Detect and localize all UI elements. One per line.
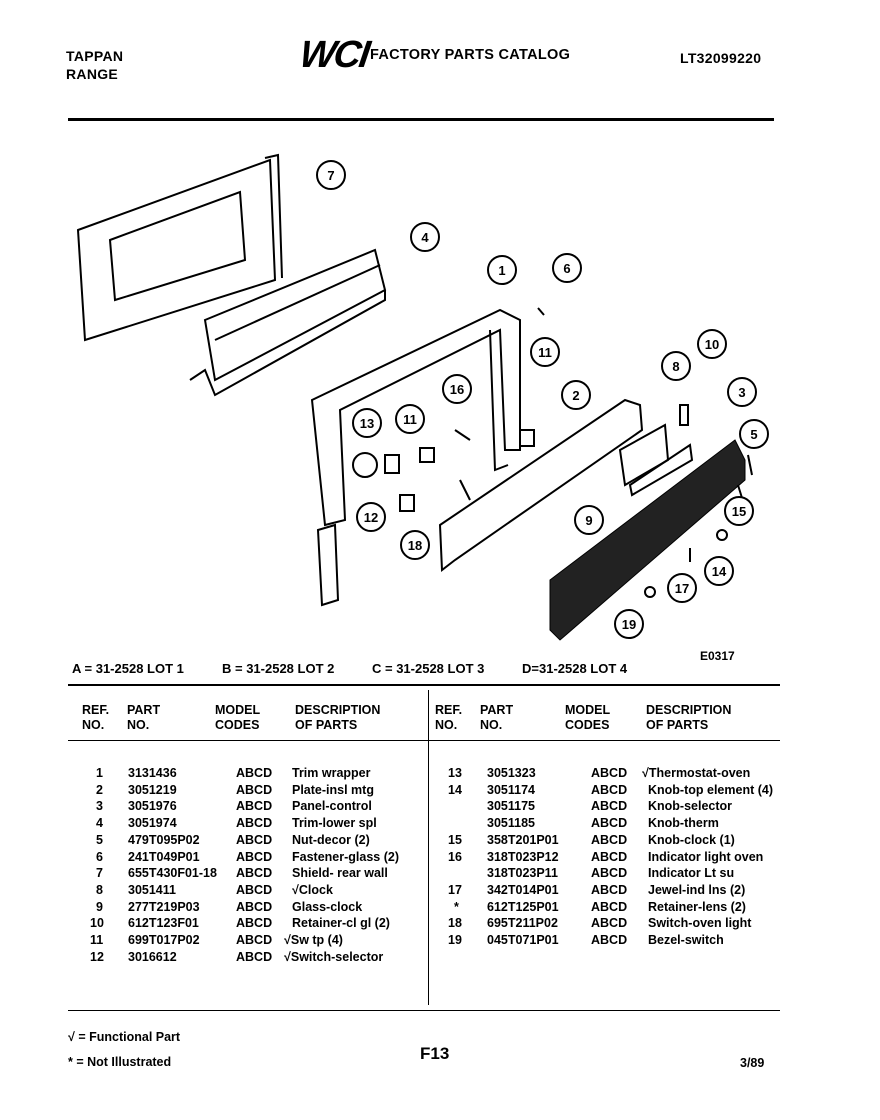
callout-1: 1 bbox=[498, 263, 505, 278]
left-header-ref: REF. NO. bbox=[82, 703, 110, 732]
part-plate-insl bbox=[438, 398, 644, 572]
left-header-model: MODEL CODES bbox=[215, 703, 261, 732]
revision-date: 3/89 bbox=[740, 1056, 765, 1070]
callout-18: 18 bbox=[408, 538, 422, 553]
callout-12: 12 bbox=[364, 510, 378, 525]
functional-part-note: √ = Functional Part bbox=[68, 1030, 181, 1044]
callout-13: 13 bbox=[360, 416, 374, 431]
callout-15: 15 bbox=[732, 504, 746, 519]
lot-c: C = 31-2528 LOT 3 bbox=[372, 661, 485, 676]
right-header-ref: REF. NO. bbox=[435, 703, 463, 732]
callout-11: 11 bbox=[538, 345, 552, 360]
callout-9: 9 bbox=[585, 513, 592, 528]
catalog-number: LT32099220 bbox=[680, 50, 762, 66]
header-rule bbox=[68, 118, 774, 121]
table-header-rule bbox=[68, 740, 780, 741]
callout-group bbox=[316, 160, 769, 639]
callout-16: 16 bbox=[450, 382, 464, 397]
part-rear-shield bbox=[76, 158, 277, 342]
part-trim-wrapper bbox=[310, 308, 521, 527]
product-label: RANGE bbox=[66, 66, 119, 82]
page-number: F13 bbox=[420, 1044, 450, 1063]
catalog-title: FACTORY PARTS CATALOG bbox=[370, 47, 571, 63]
part-thermostat bbox=[352, 452, 378, 478]
callout-8: 8 bbox=[672, 359, 679, 374]
table-divider bbox=[428, 690, 429, 1005]
table-top-rule bbox=[68, 684, 780, 686]
wci-logo: WCI bbox=[297, 34, 371, 76]
left-header-desc: DESCRIPTION OF PARTS bbox=[295, 703, 381, 732]
right-header-model: MODEL CODES bbox=[565, 703, 611, 732]
callout-17: 17 bbox=[675, 581, 689, 596]
callout-2: 2 bbox=[572, 388, 579, 403]
right-header-part: PART NO. bbox=[480, 703, 514, 732]
lot-b: B = 31-2528 LOT 2 bbox=[222, 661, 335, 676]
callout-5: 5 bbox=[750, 427, 757, 442]
callout-10: 10 bbox=[705, 337, 719, 352]
callout-14: 14 bbox=[712, 564, 727, 579]
brand-label: TAPPAN bbox=[66, 48, 124, 64]
callout-11: 11 bbox=[403, 412, 417, 427]
callout-19: 19 bbox=[622, 617, 636, 632]
left-header-part: PART NO. bbox=[127, 703, 161, 732]
lot-a: A = 31-2528 LOT 1 bbox=[72, 661, 184, 676]
callout-4: 4 bbox=[421, 230, 429, 245]
right-header-desc: DESCRIPTION OF PARTS bbox=[646, 703, 732, 732]
callout-7: 7 bbox=[327, 168, 334, 183]
callout-6: 6 bbox=[563, 261, 570, 276]
table-bottom-rule bbox=[68, 1010, 780, 1011]
part-control-panel bbox=[549, 439, 746, 641]
drawing-code: E0317 bbox=[700, 649, 735, 660]
not-illustrated-note: * = Not Illustrated bbox=[68, 1055, 172, 1069]
lot-d: D=31-2528 LOT 4 bbox=[522, 661, 628, 676]
callout-3: 3 bbox=[738, 385, 745, 400]
